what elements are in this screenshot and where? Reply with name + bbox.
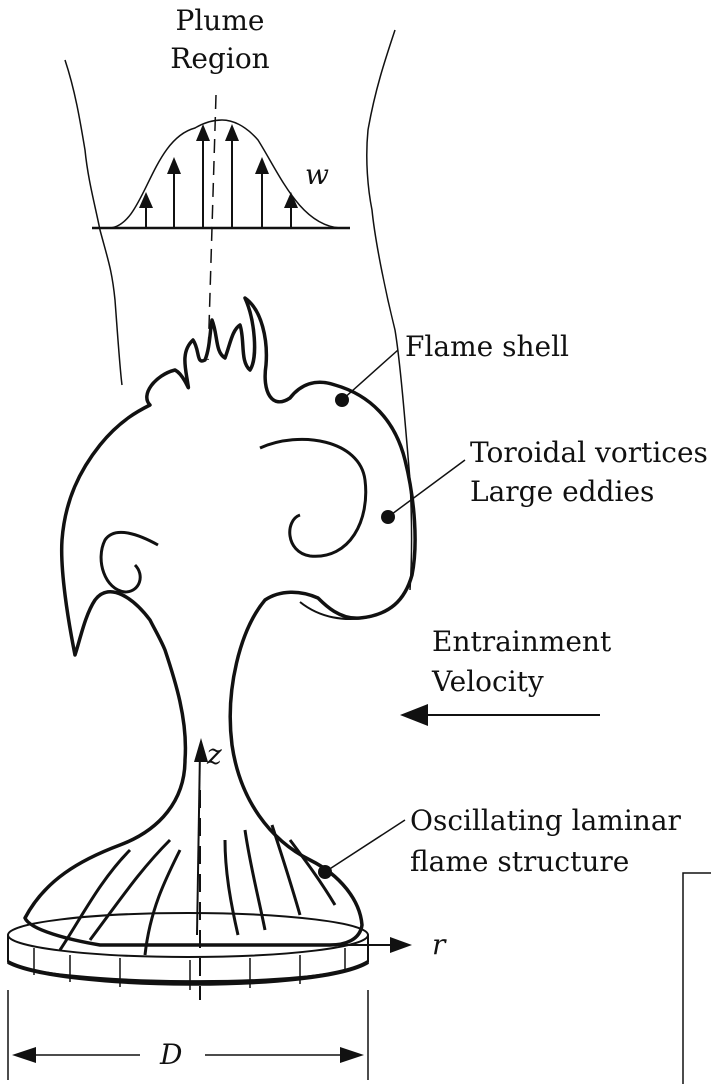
plume-left-boundary [65,60,122,385]
diameter-label: D [160,1038,182,1072]
r-axis-arrowhead [390,937,412,953]
large-eddies-label: Large eddies [470,475,654,509]
flame-shell-dot [335,393,349,407]
diameter-arrowhead-left [12,1047,36,1063]
flame-shell-leader [342,350,398,400]
diameter-arrowhead-right [340,1047,364,1063]
toroidal-leader [388,460,465,517]
left-swirl [101,532,158,592]
oscillating-label-line1: Oscillating laminar [410,804,681,838]
plume-region-label-line1: Plume [175,4,265,38]
right-swirl [260,439,366,556]
oscillating-leader [325,820,405,872]
velocity-label: Velocity [432,665,544,699]
entrainment-arrowhead [400,704,428,726]
toroidal-dot [381,510,395,524]
z-axis-arrowhead [194,738,208,762]
z-axis-label: z [207,738,222,772]
flame-outline [25,298,415,945]
entrainment-label: Entrainment [432,625,611,659]
burner-pan [8,913,368,990]
oscillating-label-line2: flame structure [410,845,629,879]
r-axis-label: r [432,928,445,962]
plume-right-boundary [367,30,412,590]
inset-box-edge [683,873,711,1084]
flame-shell-label: Flame shell [405,330,569,364]
plume-region-label-line2: Region [170,42,270,76]
oscillating-dot [318,865,332,879]
toroidal-vortices-label: Toroidal vortices [470,436,708,470]
velocity-w-label: w [305,158,329,192]
